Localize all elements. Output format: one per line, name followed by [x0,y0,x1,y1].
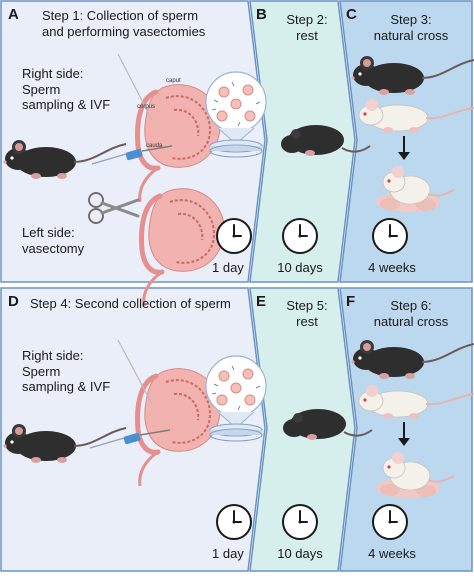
panel-a-title-line2: and performing vasectomies [42,24,206,39]
down-arrow-icon [398,136,410,160]
panel-f-title-line2: natural cross [373,314,449,329]
panel-a-right-side-line3: sampling & IVF [22,97,111,112]
panel-d-letter: D [8,293,19,310]
panel-d-title: Step 4: Second collection of sperm [30,296,231,311]
panel-c-title-line2: natural cross [373,28,449,43]
panel-b-title-line1: Step 2: [286,12,328,27]
panel-f-title-line1: Step 6: [390,298,432,313]
panel-f-letter: F [346,293,356,310]
anatomy-label-cauda: cauda [146,143,163,149]
panel-b-letter: B [256,6,267,23]
panel-d-background [0,287,266,572]
down-arrow-icon [398,422,410,446]
clock-icon [282,504,318,540]
clock-icon [216,218,252,254]
panel-e-duration: 10 days [277,546,323,561]
probe-line [117,53,153,121]
panel-c-duration: 4 weeks [368,260,416,275]
panel-d-right-side-line2: Sperm [22,364,61,379]
panel-c-title-line1: Step 3: [390,12,432,27]
panel-d-right-side-line1: Right side: [22,348,84,363]
clock-icon [372,504,408,540]
panel-f-duration: 4 weeks [368,546,416,561]
panel-a-duration: 1 day [212,260,244,275]
panel-a-left-side-line1: Left side: [22,225,75,240]
probe-line [117,339,153,405]
panel-a-right-side-line1: Right side: [22,66,84,81]
panel-a-title-line1: Step 1: Collection of sperm [42,8,199,23]
panel-b-duration: 10 days [277,260,323,275]
clock-icon [372,218,408,254]
panel-e-letter: E [256,293,267,310]
panel-c-letter: C [346,6,357,23]
panel-e-title-line1: Step 5: [286,298,328,313]
panel-d-duration: 1 day [212,546,244,561]
panel-a-letter: A [8,6,19,23]
panel-a-left-side-line2: vasectomy [22,241,85,256]
clock-icon [216,504,252,540]
panel-a-right-side-line2: Sperm [22,82,61,97]
panel-e-title-line2: rest [296,314,318,329]
anatomy-label-caput: caput [166,78,181,84]
panel-d-right-side-line3: sampling & IVF [22,379,111,394]
panel-b-title-line2: rest [296,28,318,43]
anatomy-label-corpus: corpus [137,104,156,110]
clock-icon [282,218,318,254]
